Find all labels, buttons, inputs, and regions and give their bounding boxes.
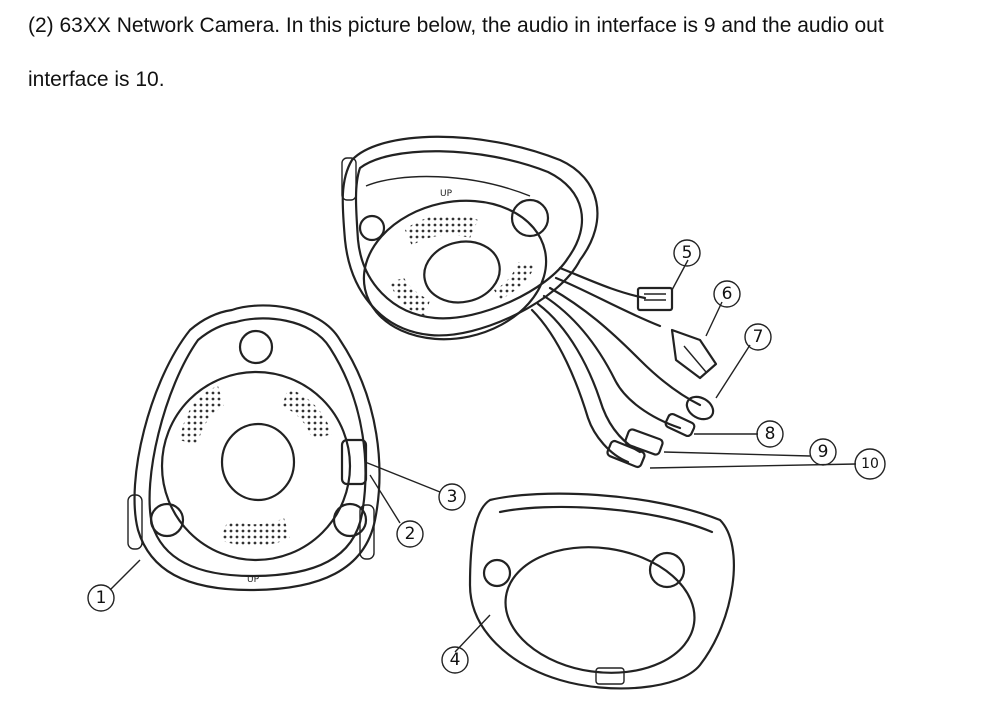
- callout-3-number: 3: [447, 487, 458, 507]
- callout-5: 5: [673, 239, 701, 267]
- callout-10: 10: [854, 448, 886, 480]
- up-mark-front: UP: [247, 575, 260, 585]
- callout-8-number: 8: [765, 424, 776, 444]
- paragraph-line-2: interface is 10.: [28, 68, 165, 91]
- callout-2-number: 2: [405, 524, 416, 544]
- callout-4: 4: [441, 646, 469, 674]
- callout-6-number: 6: [722, 284, 733, 304]
- callout-7-number: 7: [753, 327, 764, 347]
- callout-4-number: 4: [450, 650, 461, 670]
- callout-9-number: 9: [818, 442, 829, 462]
- callout-5-number: 5: [682, 243, 693, 263]
- callout-9: 9: [809, 438, 837, 466]
- mounting-bracket: [468, 492, 735, 690]
- camera-top-view: UP: [341, 135, 718, 469]
- callout-8: 8: [756, 420, 784, 448]
- paragraph-line-1: (2) 63XX Network Camera. In this picture…: [28, 14, 884, 37]
- callout-3: 3: [438, 483, 466, 511]
- callout-6: 6: [713, 280, 741, 308]
- callout-2: 2: [396, 520, 424, 548]
- callout-1-number: 1: [96, 588, 107, 608]
- callout-10-number: 10: [861, 456, 879, 472]
- callout-1: 1: [87, 584, 115, 612]
- up-mark-top: UP: [440, 189, 453, 199]
- callout-7: 7: [744, 323, 772, 351]
- camera-front-view: UP: [127, 304, 381, 592]
